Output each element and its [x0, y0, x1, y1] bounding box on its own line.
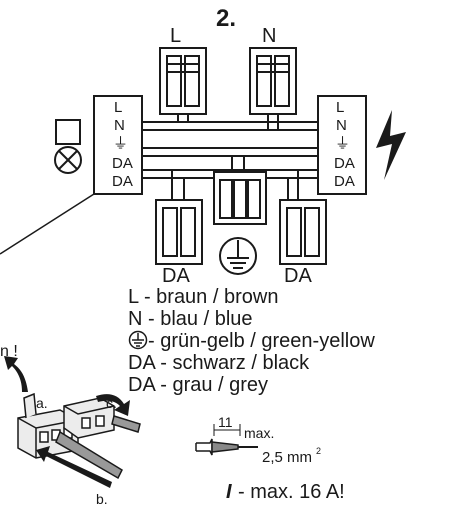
- legend-item-da-grey: DA - grau / grey: [128, 374, 269, 396]
- lightning-icon: [376, 110, 406, 180]
- bottom-label-da-left: DA: [162, 265, 190, 287]
- left-block-label-da-1: DA: [112, 155, 133, 172]
- right-block-label-n: N: [336, 117, 347, 134]
- right-block-label-da-2: DA: [334, 173, 355, 190]
- strip-section: 2,5 mm: [262, 449, 312, 466]
- legend-item-da-black: DA - schwarz / black: [128, 352, 310, 374]
- stripped-wire-icon: [195, 438, 258, 456]
- strip-section-unit: 2: [316, 446, 321, 456]
- legend-item-pe-text: - grün-gelb / green-yellow: [148, 330, 375, 352]
- ground-symbol-icon: [128, 330, 148, 350]
- connector-bottom-right: [279, 199, 327, 265]
- strip-max: max.: [244, 425, 274, 441]
- step-label-b: b.: [96, 491, 108, 507]
- arrow-a-icon: [4, 356, 28, 392]
- step-label-a: a.: [36, 395, 48, 411]
- left-block-label-l: L: [114, 99, 122, 116]
- ground-icon: [219, 237, 257, 275]
- bottom-label-da-right: DA: [284, 265, 312, 287]
- step-number: 2.: [216, 5, 236, 32]
- left-block-label-n: N: [114, 117, 125, 134]
- legend-item-pe: - grün-gelb / green-yellow: [128, 330, 375, 352]
- cut-off-text: n !: [0, 343, 18, 360]
- top-label-n: N: [262, 25, 276, 47]
- lamp-icon: [54, 119, 82, 174]
- pointer-line: [0, 193, 95, 255]
- right-block-label-da-1: DA: [334, 155, 355, 172]
- installation-illustration: [17, 392, 141, 480]
- legend-item-n: N - blau / blue: [128, 308, 253, 330]
- current-symbol: I: [226, 481, 232, 503]
- current-rating: - max. 16 A!: [238, 481, 345, 503]
- color-legend: L - braun / brown N - blau / blue - grün…: [128, 286, 375, 396]
- right-block-label-l: L: [336, 99, 344, 116]
- connector-top-left: [159, 47, 207, 115]
- connector-ground: [213, 171, 267, 225]
- terminal-block-left: [93, 95, 143, 195]
- right-block-label-pe: ⏚: [335, 135, 350, 152]
- connector-top-right: [249, 47, 297, 115]
- left-block-label-da-2: DA: [112, 173, 133, 190]
- connector-bottom-left: [155, 199, 203, 265]
- step-label-c: c.: [106, 395, 117, 411]
- arrow-c-icon: [96, 394, 130, 416]
- arrow-b-icon: [36, 446, 112, 488]
- legend-item-l: L - braun / brown: [128, 286, 279, 308]
- left-block-label-pe: ⏚: [113, 135, 128, 152]
- strip-length: 11: [218, 414, 233, 430]
- terminal-block-right: [317, 95, 367, 195]
- top-label-l: L: [170, 25, 181, 47]
